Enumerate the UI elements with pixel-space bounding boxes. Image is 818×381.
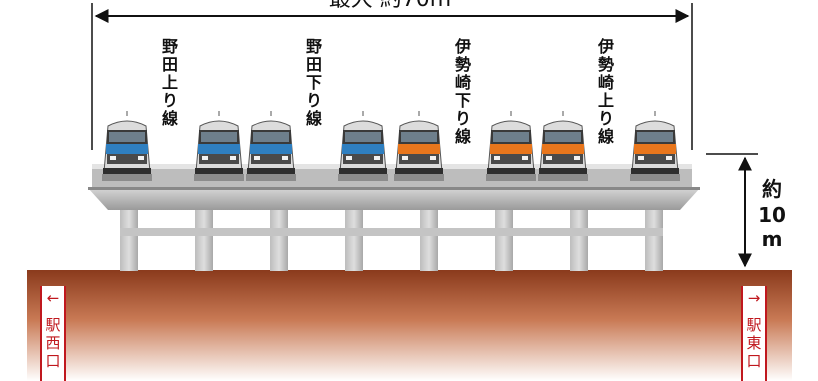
track-label-char: 崎 (455, 73, 471, 92)
track-label-char: 伊 (597, 37, 614, 56)
orange-train (486, 111, 536, 181)
track-label-char: り (306, 91, 322, 110)
track-label-char: 下 (306, 73, 322, 92)
orange-train (630, 111, 680, 181)
track-label-char: 線 (306, 109, 322, 128)
height-dimension: 約 10 m (706, 153, 786, 268)
blue-train (338, 111, 388, 181)
station-label-char: 東 (746, 334, 761, 352)
blue-train (102, 111, 152, 181)
track-label-char: 勢 (598, 55, 614, 74)
station-label-char: 口 (45, 352, 60, 370)
track-label-char: 線 (455, 127, 471, 146)
track-label-char: り (455, 109, 471, 128)
width-dimension: 最大 約70m (91, 0, 693, 150)
track-label-char: 野 (306, 37, 322, 56)
width-dimension-label: 最大 約70m (329, 0, 451, 12)
track-label-char: 勢 (455, 55, 471, 74)
station-arrow: → (748, 289, 761, 307)
ground (27, 270, 792, 381)
track-label-char: 崎 (598, 73, 614, 92)
blue-train (246, 111, 296, 181)
track-label-char: 線 (598, 127, 614, 146)
track-label-char: 下 (455, 91, 471, 110)
blue-train (194, 111, 244, 181)
height-dimension-line3: m (762, 227, 783, 251)
height-dimension-line2: 10 (758, 203, 786, 227)
height-dimension-line1: 約 (762, 177, 782, 201)
orange-train (394, 111, 444, 181)
track-label-char: り (598, 109, 614, 128)
track-label-char: 伊 (454, 37, 471, 56)
station-label-char: 駅 (746, 316, 761, 334)
track-label-char: 線 (162, 109, 178, 128)
track-label-char: り (162, 91, 178, 110)
track-label-char: 田 (162, 55, 178, 74)
viaduct-pillars (120, 205, 663, 271)
station-east-exit: → 駅東口 (741, 286, 767, 381)
station-label-char: 口 (746, 352, 761, 370)
viaduct-deck (88, 164, 700, 210)
station-arrow: ← (47, 289, 60, 307)
track-label-char: 上 (162, 73, 178, 92)
station-label-char: 駅 (45, 316, 60, 334)
station-label-char: 西 (45, 334, 60, 352)
track-label-char: 上 (598, 91, 614, 110)
track-label-char: 野 (162, 37, 178, 56)
track-label-char: 田 (306, 55, 322, 74)
station-west-exit: ← 駅西口 (40, 286, 66, 381)
orange-train (538, 111, 588, 181)
